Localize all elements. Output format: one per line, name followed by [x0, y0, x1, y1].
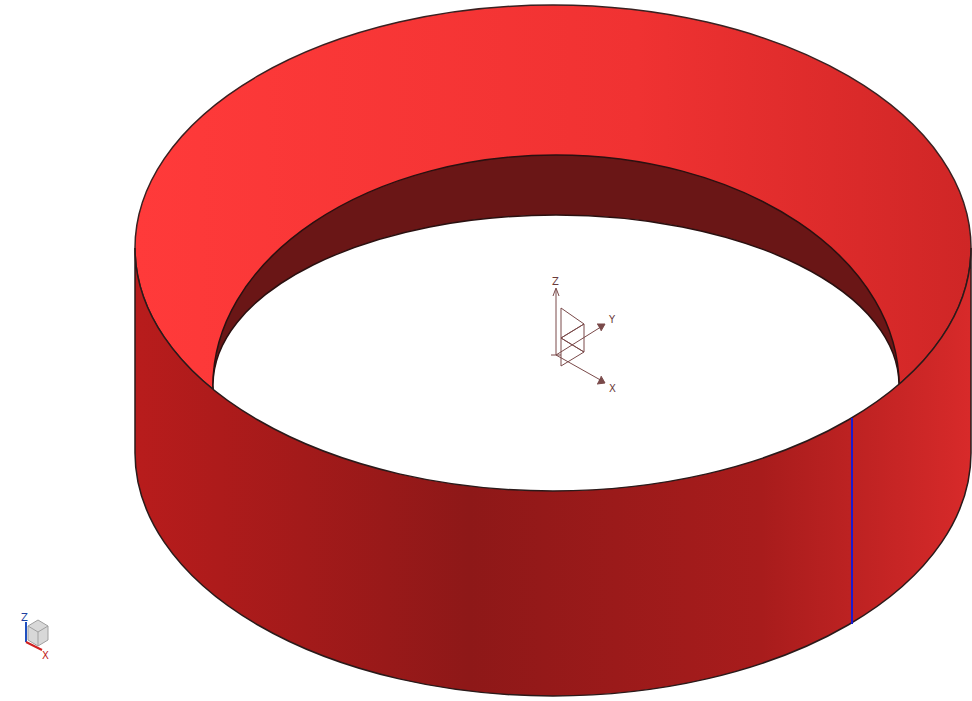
axis-label: X — [609, 383, 616, 394]
axis-label: Z — [552, 276, 559, 287]
axis-label: Z — [21, 612, 28, 623]
axis-label: X — [42, 650, 49, 661]
view-cube — [26, 620, 48, 650]
axis-label: Y — [609, 314, 615, 325]
coordinate-triad — [551, 288, 605, 384]
seam-edge — [851, 418, 853, 624]
outer-wall — [135, 248, 971, 696]
